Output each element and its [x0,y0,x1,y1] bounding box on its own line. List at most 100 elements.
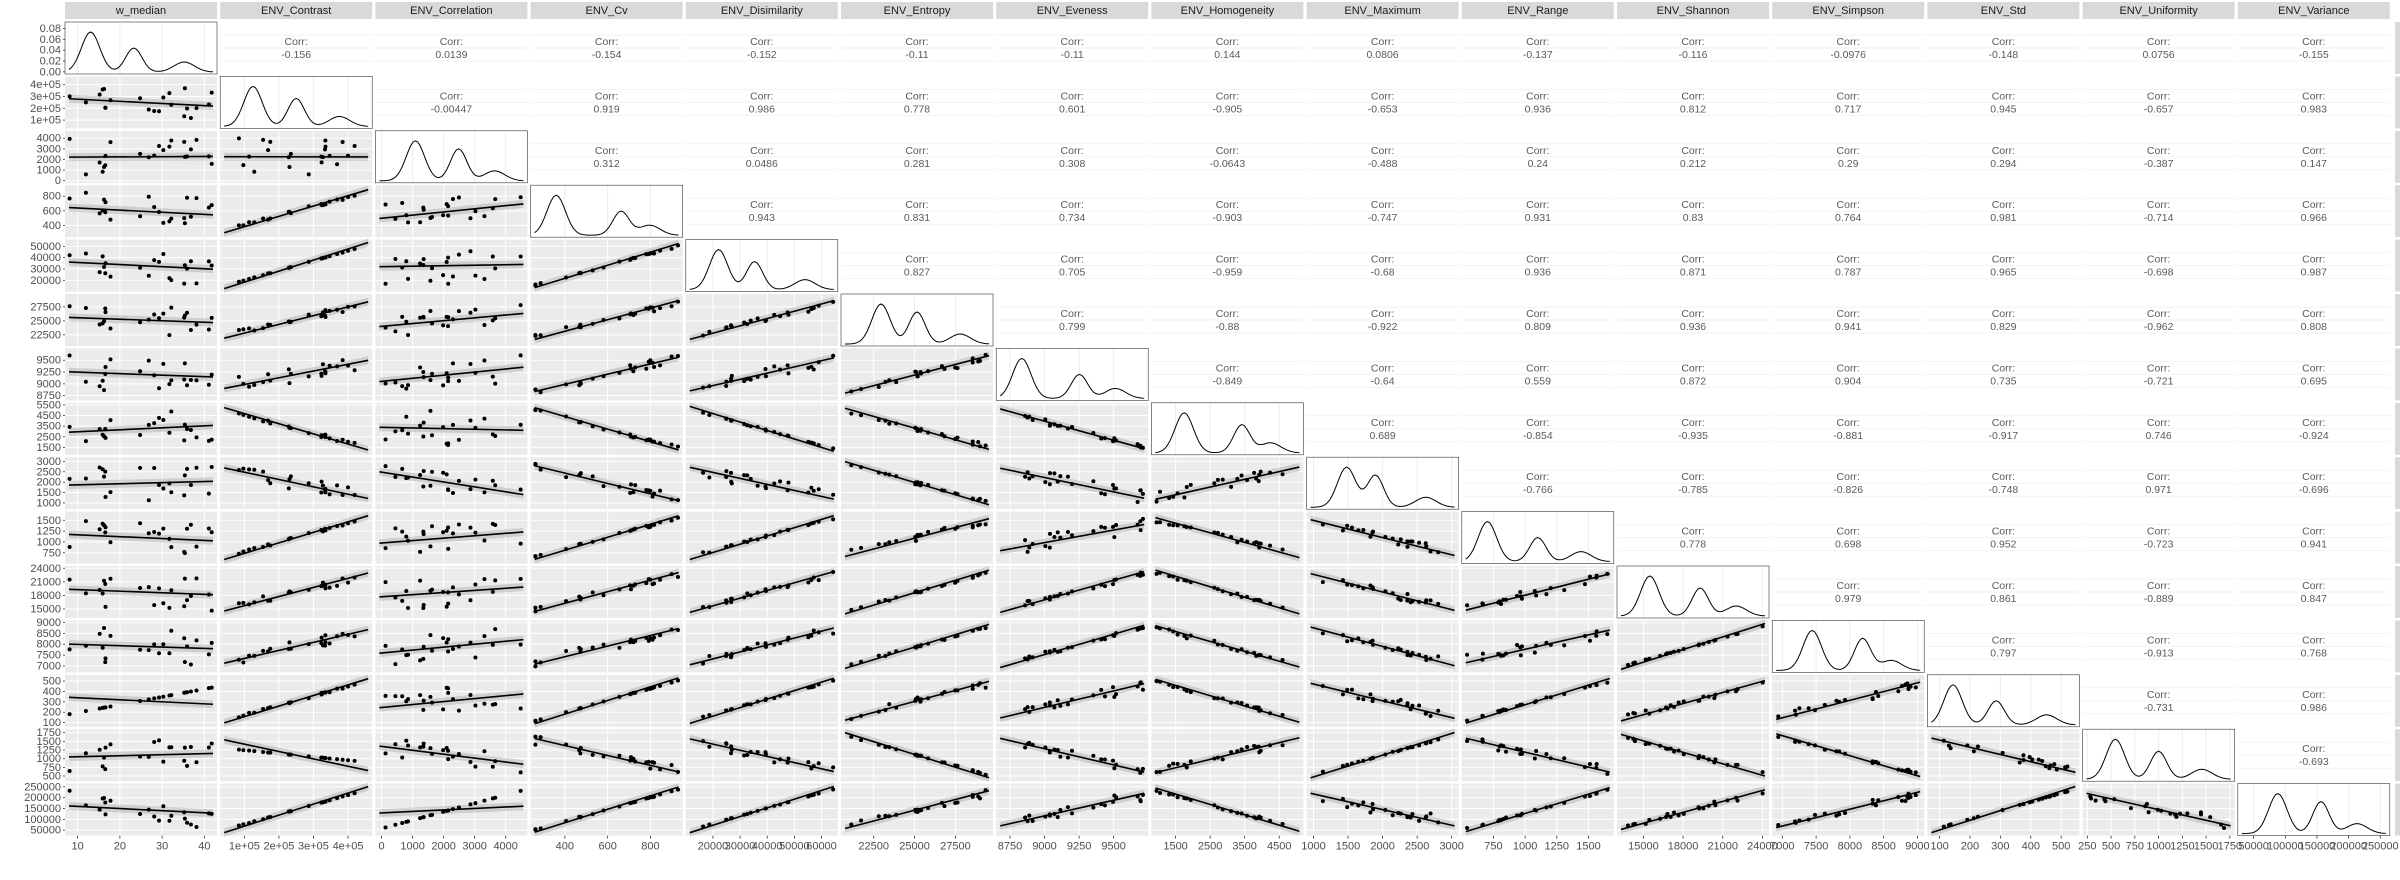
data-point [2128,806,2133,811]
data-point [1368,583,1373,588]
data-point [763,374,768,379]
data-point [1975,744,1980,749]
data-point [185,598,190,603]
data-point [327,585,332,590]
data-point [1345,523,1350,528]
data-point [631,640,636,645]
panel-11-1 [220,620,373,673]
data-point [1091,586,1096,591]
data-point [1465,826,1470,831]
x-tick-label: 200000 [2330,841,2367,853]
data-point [421,741,426,746]
data-point [152,603,157,608]
data-point [1776,822,1781,827]
data-point [393,822,398,827]
data-point [194,322,199,327]
data-point [138,586,143,591]
corr-value: -0.766 [1523,484,1553,496]
data-point [1052,471,1057,476]
data-point [1518,590,1523,595]
y-tick-label: 800 [43,191,61,203]
data-point [983,626,988,631]
lm-line [1776,790,1921,829]
data-point [450,361,455,366]
data-point [1870,797,1875,802]
y-tick-label: 100 [43,717,61,729]
row-strip-ENV_Simpson [2395,620,2400,673]
x-tick-label: 8000 [1838,841,1862,853]
corr-label: Corr: [2147,689,2170,701]
panel-11-5 [841,620,993,673]
data-point [446,255,451,260]
data-point [644,366,649,371]
data-point [404,476,409,481]
data-point [482,322,487,327]
data-point [393,662,398,667]
corr-value: -0.826 [1833,484,1863,496]
data-point [1182,495,1187,500]
data-point [83,519,88,524]
data-point [473,530,478,535]
data-point [1873,803,1878,808]
corr-value: 0.872 [1680,375,1706,387]
data-point [1913,770,1918,775]
panel-0-1: Corr:-0.156 [220,34,373,62]
panel-2-13: Corr:-0.387 [2082,143,2235,171]
data-point [456,195,461,200]
data-point [182,549,187,554]
data-point [1138,488,1143,493]
data-point [1405,544,1410,549]
panel-11-11 [1771,620,1925,673]
data-point [1065,529,1070,534]
panel-3-5: Corr:0.831 [841,197,993,225]
data-point [236,374,241,379]
panel-9-9 [1461,511,1615,564]
data-point [206,652,211,657]
corr-label: Corr: [1216,36,1239,48]
corr-label: Corr: [1681,199,1704,211]
data-point [103,800,108,805]
data-point [138,369,143,374]
corr-value: -0.657 [2144,103,2174,115]
corr-label: Corr: [2147,417,2170,429]
data-point [564,475,569,480]
panel-6-13: Corr:-0.721 [2082,360,2235,388]
data-point [1793,708,1798,713]
panel-8-4 [685,457,838,510]
data-point [418,693,423,698]
data-point [406,605,411,610]
panel-1-3: Corr:0.919 [530,88,683,116]
data-point [701,661,706,666]
corr-label: Corr: [2147,145,2170,157]
x-tick-label: 24000 [1747,841,1778,853]
panel-3-14: Corr:0.966 [2237,197,2390,225]
data-point [67,712,72,717]
data-point [490,589,495,594]
data-point [816,487,821,492]
data-point [1102,803,1107,808]
data-point [1047,700,1052,705]
corr-label: Corr: [1371,90,1394,102]
corr-value: -0.903 [1213,212,1243,224]
data-point [287,164,292,169]
panel-7-14: Corr:-0.924 [2237,415,2390,443]
data-point [182,636,187,641]
data-point [778,479,783,484]
y-tick-label: 1500 [37,487,61,499]
panel-7-2 [375,402,528,455]
corr-value: 0.294 [1990,158,2016,170]
data-point [1188,482,1193,487]
data-point [970,439,975,444]
x-tick-label: 750 [1484,841,1502,853]
data-point [1532,650,1537,655]
data-point [533,605,538,610]
panel-3-9: Corr:0.931 [1461,197,1614,225]
data-point [1465,739,1470,744]
data-point [1776,714,1781,719]
data-point [188,822,193,827]
data-point [194,688,199,693]
data-point [648,524,653,529]
corr-label: Corr: [1526,362,1549,374]
panel-10-1 [220,566,373,618]
data-point [1735,762,1740,767]
